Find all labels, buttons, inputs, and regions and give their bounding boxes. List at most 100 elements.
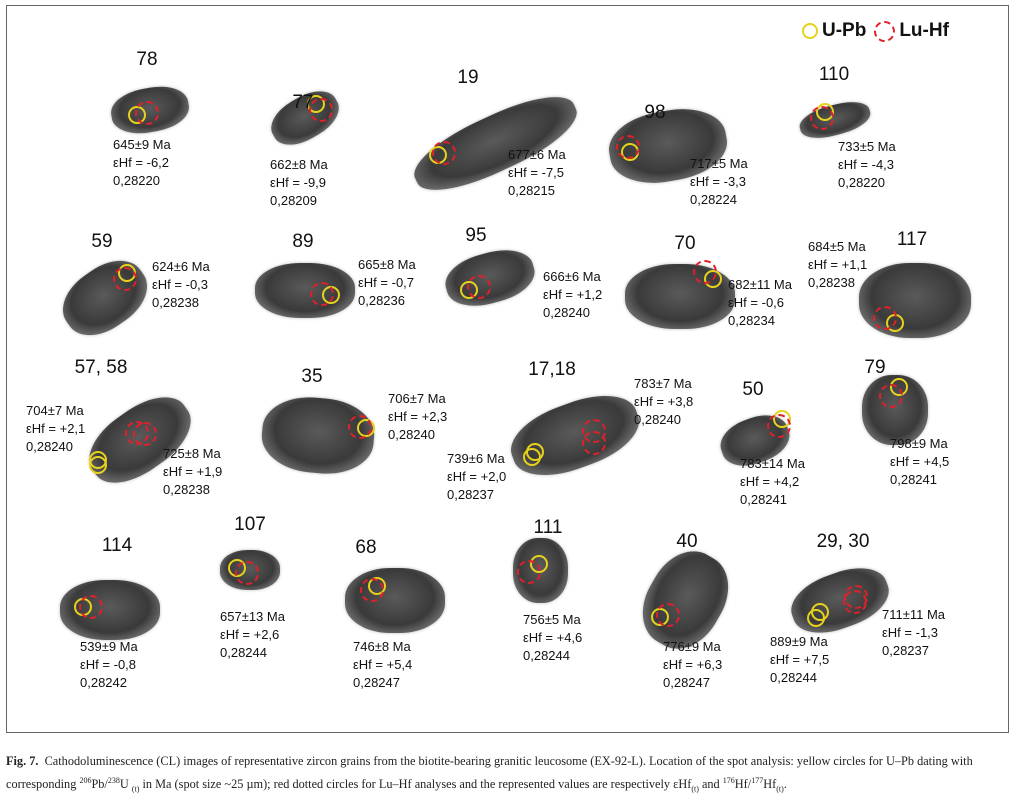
caption-text: Cathodoluminescence (CL) images of repre… [6,754,973,792]
grain-label: 111 [533,517,563,538]
analysis-ehf: εHf = +2,3 [388,409,448,424]
analysis-ratio: 0,28215 [508,183,555,198]
analysis-age: 677±6 Ma [508,147,566,162]
analysis-age: 717±5 Ma [690,156,748,171]
analysis-age: 662±8 Ma [270,157,328,172]
caption-text: U [119,777,129,792]
luhf-spot-circle [693,260,717,284]
upb-spot-circle [811,603,829,621]
analysis-ratio: 0,28220 [113,173,160,188]
luhf-spot-circle [309,98,333,122]
analysis-age: 889±9 Ma [770,634,828,649]
analysis-ehf: εHf = -6,2 [113,155,170,170]
luhf-spot-circle [843,590,867,614]
analysis-ehf: εHf = +1,9 [163,464,223,479]
analysis-ehf: εHf = +3,8 [634,394,694,409]
analysis-age: 798±9 Ma [890,436,948,451]
upb-spot-circle [526,443,544,461]
analysis-ratio: 0,28224 [690,192,737,207]
analysis-ratio: 0,28238 [163,482,210,497]
luhf-spot-circle [873,306,897,330]
luhf-spot-circle [133,422,157,446]
red-dashed-circle-icon [874,20,896,42]
grain-label: 40 [676,531,698,552]
caption-text: εHf [673,777,692,792]
analysis-ratio: 0,28244 [220,645,267,660]
caption-sup: 206 [79,776,92,785]
analysis-ehf: εHf = -1,3 [882,625,939,640]
analysis-ratio: 0,28241 [890,472,937,487]
analysis-ratio: 0,28244 [523,648,570,663]
luhf-spot-circle [810,106,834,130]
caption-text: and [701,777,720,792]
analysis-ratio: 0,28240 [26,439,73,454]
analysis-ratio: 0,28220 [838,175,885,190]
grain-label: 35 [301,366,323,387]
luhf-spot-circle [467,275,491,299]
legend-upb: U-Pb [822,20,867,41]
caption-text: . [783,777,787,792]
grain-label: 29, 30 [816,531,870,552]
analysis-age: 746±8 Ma [353,639,411,654]
analysis-ratio: 0,28240 [634,412,681,427]
yellow-circle-icon [802,23,818,39]
analysis-ehf: εHf = +1,2 [543,287,603,302]
analysis-ehf: εHf = -7,5 [508,165,565,180]
analysis-ratio: 0,28240 [388,427,435,442]
analysis-age: 704±7 Ma [26,403,84,418]
luhf-spot-circle [79,595,103,619]
grain-label: 70 [674,233,696,254]
luhf-spot-circle [135,101,159,125]
upb-spot-circle [89,451,107,469]
caption-sup: 177 [751,776,764,785]
grain-label: 77 [292,92,314,113]
zircon-grain-image [255,262,355,318]
analysis-ehf: εHf = -0,8 [80,657,137,672]
luhf-spot-circle [348,415,372,439]
analysis-ratio: 0,28209 [270,193,317,208]
analysis-ehf: εHf = +5,4 [353,657,413,672]
analysis-age: 711±11 Ma [882,607,946,622]
luhf-spot-circle [767,414,791,438]
analysis-ratio: 0,28238 [152,295,199,310]
analysis-ehf: εHf = -0,7 [358,275,415,290]
grain-label: 59 [91,231,113,252]
analysis-age: 783±7 Ma [634,376,692,391]
analysis-ehf: εHf = +4,5 [890,454,950,469]
analysis-age: 539±9 Ma [80,639,138,654]
luhf-spot-circle [879,384,903,408]
analysis-ehf: εHf = +4,6 [523,630,583,645]
analysis-ratio: 0,28234 [728,313,775,328]
analysis-values: 704±7 Ma εHf = +2,1 0,28240 [26,402,85,456]
luhf-spot-circle [310,282,334,306]
luhf-spot-circle [656,603,680,627]
analysis-ehf: εHf = +6,3 [663,657,723,672]
grain-label: 68 [355,537,377,558]
analysis-ehf: εHf = +2,6 [220,627,280,642]
analysis-values: 677±6 Ma εHf = -7,5 0,28215 [508,146,566,200]
grain-label: 17,18 [528,359,576,380]
luhf-spot-circle [432,141,456,165]
grain-label: 78 [136,49,158,70]
luhf-spot-circle [360,578,384,602]
analysis-ehf: εHf = +2,1 [26,421,86,436]
caption-text: Pb/ [91,777,108,792]
grain-label: 50 [742,379,764,400]
analysis-ratio: 0,28244 [770,670,817,685]
legend-luhf: Lu-Hf [899,20,949,41]
analysis-ratio: 0,28236 [358,293,405,308]
analysis-age: 684±5 Ma [808,239,866,254]
analysis-age: 657±13 Ma [220,609,285,624]
analysis-ratio: 0,28240 [543,305,590,320]
analysis-values: 798±9 Ma εHf = +4,5 0,28241 [890,435,949,489]
grain-label: 79 [864,357,886,378]
grain-label: 95 [465,225,487,246]
caption-text: in Ma (spot size ~25 µm); red dotted cir… [142,777,671,792]
